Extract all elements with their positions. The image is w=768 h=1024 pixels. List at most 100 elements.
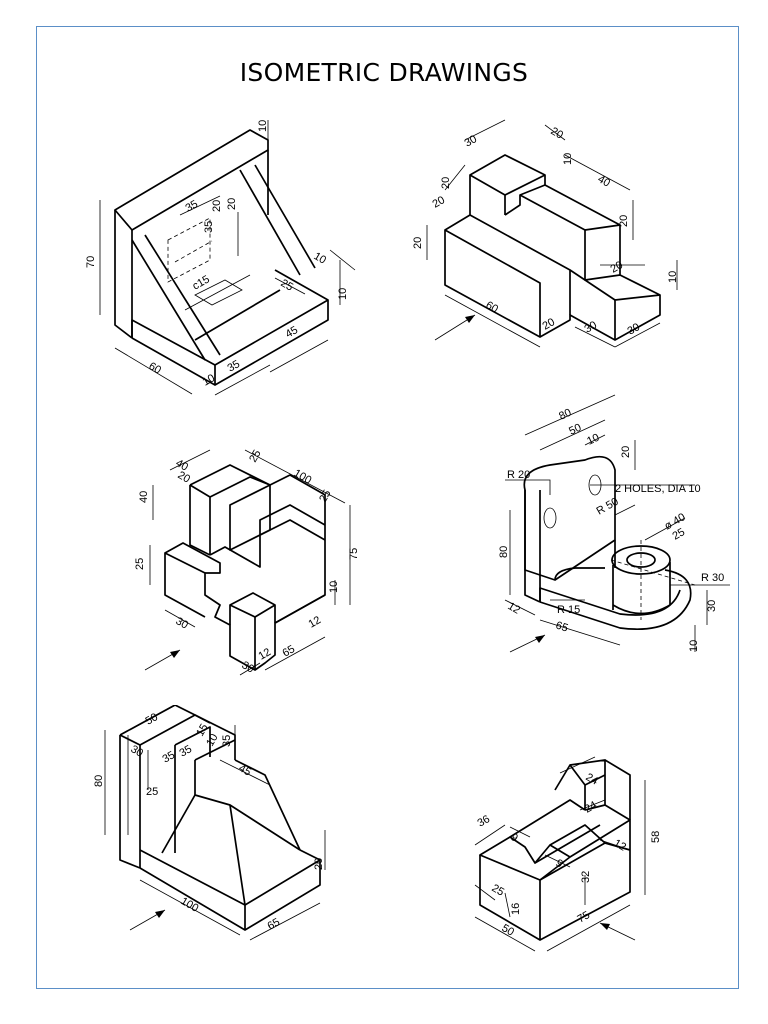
dim-label: 24 bbox=[584, 771, 601, 788]
dim-label: 25 bbox=[146, 786, 158, 798]
drawing-5-dimension-labels: 50 35 15 10 35 35 30 45 80 25 20 100 65 bbox=[93, 711, 325, 933]
dim-label: 20 bbox=[431, 194, 448, 211]
dim-label: 75 bbox=[348, 548, 360, 560]
dim-label: 30 bbox=[583, 319, 600, 336]
page-border bbox=[36, 26, 739, 989]
dim-label: 45 bbox=[284, 324, 301, 341]
dim-label: 20 bbox=[609, 259, 626, 276]
drawing-6-outline bbox=[479, 759, 631, 941]
dim-label: 25 bbox=[671, 526, 688, 543]
dim-label: 20 bbox=[176, 469, 193, 486]
dim-label: 20 bbox=[211, 200, 223, 212]
dim-label: 80 bbox=[93, 775, 105, 787]
dim-label: 75 bbox=[576, 909, 593, 926]
dim-label: 10 bbox=[201, 372, 218, 389]
dim-label: 20 bbox=[549, 125, 566, 142]
dim-label: 60 bbox=[484, 299, 501, 316]
dim-label: 80 bbox=[498, 546, 510, 558]
view-direction-arrow bbox=[599, 922, 636, 941]
page-title: ISOMETRIC DRAWINGS bbox=[239, 58, 529, 87]
dim-label: 100 bbox=[292, 467, 314, 487]
dim-label: 30 bbox=[463, 133, 480, 150]
drawing-4-features bbox=[543, 474, 696, 620]
dim-label: 25 bbox=[317, 488, 334, 505]
dim-label: 36 bbox=[476, 813, 493, 830]
drawing-3-dimension-lines bbox=[149, 449, 351, 676]
dim-label: 25 bbox=[490, 882, 507, 899]
drawing-4-dimension-lines bbox=[504, 394, 730, 652]
dim-label: 40 bbox=[138, 491, 150, 503]
drawing-1-dimension-lines bbox=[99, 120, 356, 396]
dim-label: 35 bbox=[184, 198, 201, 215]
dim-label: 20 bbox=[226, 198, 238, 210]
dim-label: 10 bbox=[337, 288, 349, 300]
dim-label: 25 bbox=[279, 277, 296, 294]
drawing-bracket-with-holes: 80 50 10 20 R 20 2 HOLES, DIA 10 R 50 ø … bbox=[498, 394, 730, 653]
drawing-4-outline bbox=[523, 455, 692, 630]
drawing-angle-bracket: 10 20 20 35 35 70 10 10 25 45 c15 60 10 … bbox=[85, 120, 356, 396]
dim-label: 32 bbox=[580, 871, 592, 883]
dim-label: 30 bbox=[626, 321, 643, 338]
dim-label: 20 bbox=[620, 446, 632, 458]
drawing-tapered-block: 50 35 15 10 35 35 30 45 80 25 20 100 65 bbox=[93, 705, 326, 941]
dim-label: 10 bbox=[328, 581, 340, 593]
drawing-5-outline bbox=[119, 705, 321, 931]
dim-label: 25 bbox=[247, 448, 264, 465]
dim-label: 10 bbox=[257, 120, 269, 132]
dim-label: 50 bbox=[144, 711, 161, 728]
dim-label: 20 bbox=[313, 858, 325, 870]
dim-label: 35 bbox=[226, 358, 243, 375]
dim-label: 35 bbox=[221, 735, 233, 747]
dim-label: 60 bbox=[147, 360, 164, 377]
drawing-notched-block: 40 20 25 100 40 25 75 25 10 30 12 12 65 … bbox=[134, 448, 360, 676]
dim-label: 12 bbox=[612, 837, 629, 854]
dim-label: 10 bbox=[204, 732, 221, 749]
dim-label: 25 bbox=[134, 558, 146, 570]
dim-label: 30 bbox=[129, 743, 146, 760]
dim-label: 58 bbox=[650, 831, 662, 843]
drawing-6-dimension-lines bbox=[474, 756, 646, 952]
drawing-5-dimension-lines bbox=[104, 705, 326, 941]
dim-label: 24 bbox=[583, 799, 600, 816]
dim-label: 2 HOLES, DIA 10 bbox=[615, 483, 701, 495]
dim-label: 70 bbox=[85, 256, 97, 268]
dim-label: 50 bbox=[567, 422, 583, 438]
drawing-1-features bbox=[167, 217, 251, 311]
dim-label: 65 bbox=[281, 643, 298, 660]
dim-label: 65 bbox=[554, 619, 569, 634]
drawing-vnotch-block: 24 24 36 9 58 12 9 32 25 16 50 75 bbox=[474, 756, 662, 952]
dim-label: 30 bbox=[240, 659, 257, 676]
drawing-4-dimension-labels: 80 50 10 20 R 20 2 HOLES, DIA 10 R 50 ø … bbox=[498, 407, 724, 652]
dim-label: 30 bbox=[706, 600, 718, 612]
drawing-2-dimension-lines bbox=[426, 119, 678, 348]
dim-label: 9 bbox=[554, 857, 565, 870]
dim-label: 12 bbox=[506, 600, 523, 617]
drawing-3-dimension-labels: 40 20 25 100 40 25 75 25 10 30 12 12 65 … bbox=[134, 448, 360, 676]
dim-label: c15 bbox=[191, 273, 212, 292]
dim-label: 30 bbox=[174, 615, 191, 632]
dim-label: R 15 bbox=[557, 604, 580, 616]
dim-label: 10 bbox=[585, 432, 601, 448]
dim-label: 80 bbox=[557, 407, 573, 423]
drawing-stepped-block: 30 20 10 40 20 20 20 20 20 10 60 20 30 3… bbox=[412, 119, 679, 348]
drawing-2-outline bbox=[444, 154, 661, 341]
dim-label: 35 bbox=[178, 743, 195, 760]
dim-label: 20 bbox=[412, 237, 424, 249]
dim-label: 50 bbox=[500, 922, 517, 939]
dim-label: 12 bbox=[307, 614, 324, 631]
dim-label: 35 bbox=[203, 221, 215, 233]
dim-label: 9 bbox=[509, 831, 520, 844]
dim-label: 20 bbox=[440, 177, 452, 189]
drawing-2-dimension-labels: 30 20 10 40 20 20 20 20 20 10 60 20 30 3… bbox=[412, 125, 679, 337]
dim-label: 12 bbox=[257, 646, 274, 663]
view-direction-arrow bbox=[129, 909, 166, 931]
dim-label: 15 bbox=[194, 722, 211, 739]
view-direction-arrow bbox=[509, 634, 546, 653]
dim-label: 20 bbox=[541, 316, 558, 333]
dim-label: 10 bbox=[688, 640, 700, 652]
dim-label: 10 bbox=[312, 250, 329, 267]
dim-label: 20 bbox=[618, 215, 630, 227]
dim-label: 40 bbox=[174, 457, 191, 474]
dim-label: 65 bbox=[266, 916, 283, 933]
dim-label: 40 bbox=[596, 173, 613, 190]
